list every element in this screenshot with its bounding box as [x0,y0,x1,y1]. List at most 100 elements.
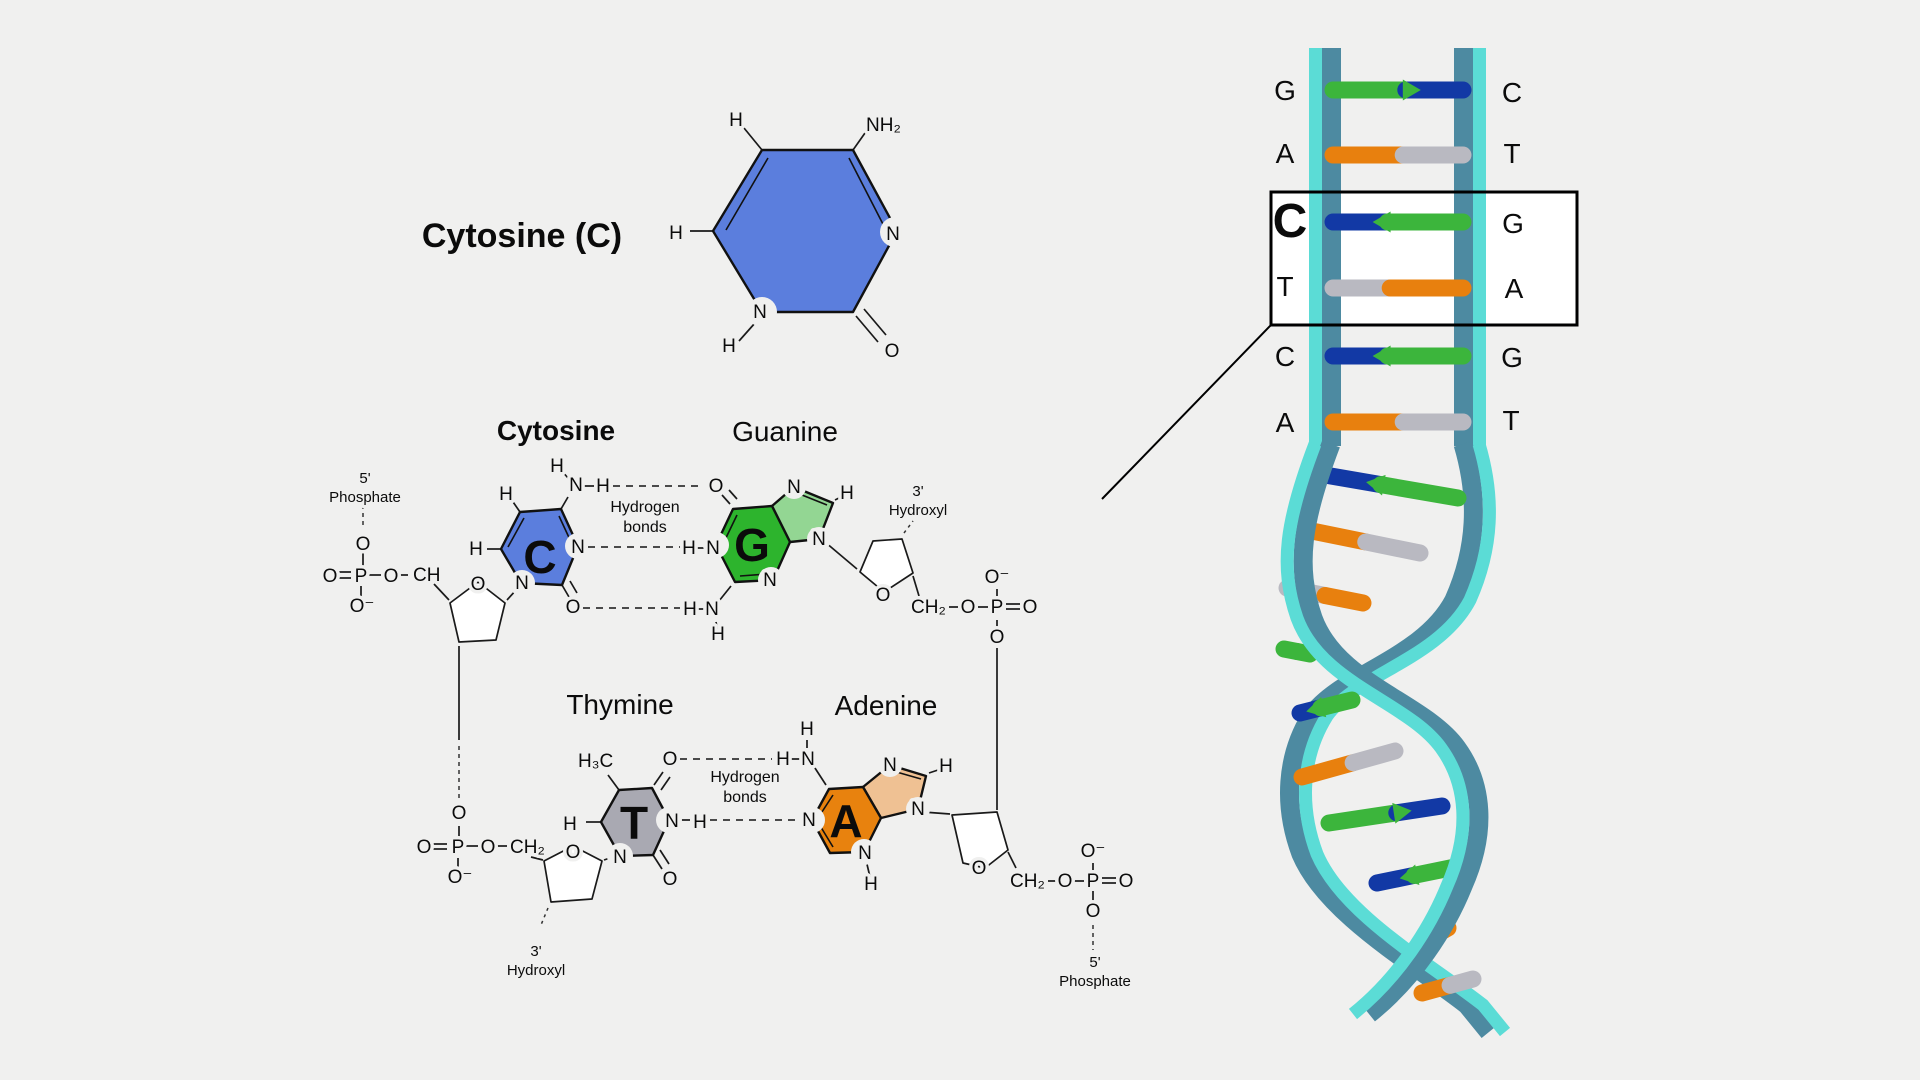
label: CH₂ [1010,871,1045,892]
base-letter: A [1276,407,1295,438]
label: N [705,599,719,620]
base-letter: T [1503,138,1520,169]
label: H [682,538,696,559]
label: N [812,529,826,550]
label: Hydrogen [610,499,679,516]
base-rung [1293,754,1362,786]
helix-strands-straight [1309,48,1486,446]
label: P [452,837,465,858]
label: O [663,749,678,770]
label: O [417,837,432,858]
label: O [323,566,338,587]
label: T [620,797,648,849]
label: O [972,858,987,879]
rung-arrowhead-icon [1399,864,1420,886]
label: H [864,874,878,895]
label: 5' [1089,954,1100,971]
label: H [550,456,564,477]
label: H₃C [578,751,613,772]
label: Hydroxyl [507,962,565,979]
adenine-bonds [790,740,951,878]
label: 5' [359,470,370,487]
ta-hydrogen-bonds [680,758,797,821]
base-letter: G [1501,342,1523,373]
label: O [1086,901,1101,922]
label: H [840,483,854,504]
adenine-ring [810,785,883,855]
highlight-box [1269,190,1579,327]
label: H [499,484,513,505]
label: H [693,812,707,833]
label: H [469,539,483,560]
ta-backbone-left [433,826,544,869]
base-letter: A [1276,138,1295,169]
label: O [566,597,581,618]
label: O [1058,871,1073,892]
bonds [690,127,887,343]
label: N [801,749,815,770]
label: Cytosine (C) [422,217,622,255]
label: O⁻ [448,867,473,888]
label: Guanine [732,416,838,447]
label: O [709,476,724,497]
label: N [802,810,816,831]
base-letter: C [1502,77,1522,108]
label: O [481,837,496,858]
base-letter: T [1276,271,1293,302]
base-rung [1320,804,1406,832]
base-rung [1441,970,1482,994]
label: O⁻ [985,567,1010,588]
rung-arrowhead-icon [1372,345,1391,367]
label: O⁻ [350,596,375,617]
rung-arrowhead-icon [1392,802,1412,824]
label: N [763,570,777,591]
label: O [384,566,399,587]
label: O [1119,871,1134,892]
label: O [663,869,678,890]
cg-hydrogen-bonds [583,485,703,609]
label: H [939,756,953,777]
label: H [563,814,577,835]
base-rung [1288,643,1319,663]
label: Phosphate [1059,973,1131,990]
label: N [613,847,627,868]
label: A [829,795,862,847]
rung-arrowhead-icon [1306,696,1327,718]
label: O [452,803,467,824]
label: H [800,719,814,740]
base-letter: G [1274,75,1296,106]
label: N [858,843,872,864]
label: CH₂ [510,837,545,858]
adenine-sugar [951,811,1009,869]
base-letter: T [1502,405,1519,436]
base-letter: C [1273,195,1308,248]
label: bonds [623,519,667,536]
label: O [990,627,1005,648]
label: O⁻ [1081,841,1106,862]
cg-backbone-right [903,520,1020,810]
rung-arrowhead-icon [1366,474,1386,496]
rung-arrowhead-icon [1372,211,1391,233]
label: P [991,597,1004,618]
base-letter: G [1502,208,1524,239]
pointer-line [1101,324,1272,500]
label: H [776,749,790,770]
label: N [571,537,585,558]
label: Cytosine [497,415,615,446]
label: O [471,574,486,595]
label: N [883,755,897,776]
guanine-sugar [859,538,914,593]
label: P [1087,871,1100,892]
label: N [787,477,801,498]
label: 3' [530,943,541,960]
base-pair-rungs-twist [1275,466,1482,1002]
